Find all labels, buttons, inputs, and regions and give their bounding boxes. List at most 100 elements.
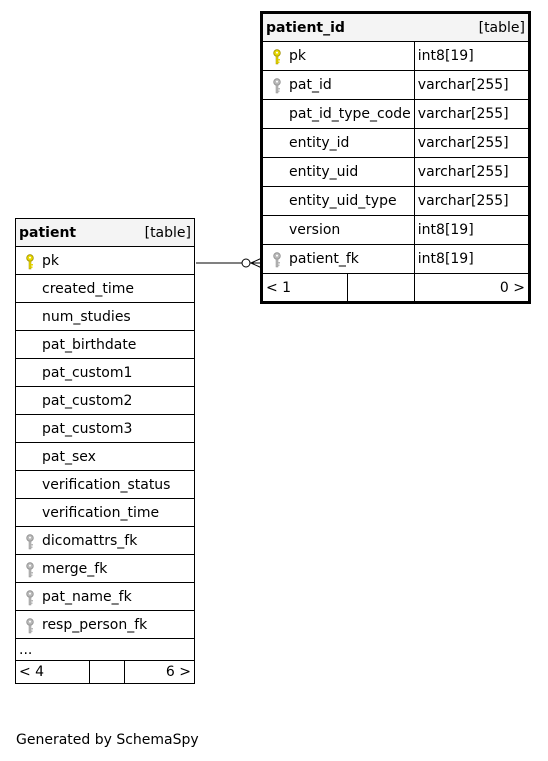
- column-name-cell[interactable]: pat_id_type_code: [261, 99, 415, 129]
- column-name: pat_custom1: [42, 364, 133, 381]
- column-name-cell[interactable]: entity_id: [261, 128, 415, 158]
- column-name: dicomattrs_fk: [42, 532, 138, 549]
- column-name-cell[interactable]: resp_person_fk: [15, 610, 195, 639]
- foreign-key-icon: [272, 252, 282, 268]
- table-row: resp_person_fk: [15, 610, 195, 639]
- column-name: patient_fk: [289, 251, 359, 267]
- table-row: pat_birthdate: [15, 330, 195, 359]
- table-row: pat_id varchar[255]: [261, 70, 531, 100]
- table-header-cell[interactable]: patient [table]: [15, 218, 195, 247]
- foreign-key-icon: [25, 618, 35, 634]
- column-name: merge_fk: [42, 560, 108, 577]
- more-columns-row: ...: [15, 638, 195, 661]
- children-count-link[interactable]: 6 >: [124, 660, 195, 684]
- column-type: int8[19]: [413, 41, 531, 71]
- column-name-cell[interactable]: dicomattrs_fk: [15, 526, 195, 555]
- zero-cardinality-circle: [241, 258, 251, 268]
- column-name-cell[interactable]: pat_id: [261, 70, 415, 100]
- column-name-cell[interactable]: created_time: [15, 274, 195, 303]
- primary-key-icon: [272, 49, 282, 65]
- table-header-cell[interactable]: patient_id [table]: [261, 12, 530, 42]
- column-name-cell[interactable]: verification_status: [15, 470, 195, 499]
- column-name-cell[interactable]: pat_custom1: [15, 358, 195, 387]
- table-row: pat_name_fk: [15, 582, 195, 611]
- column-type: int8[19]: [413, 244, 531, 274]
- foreign-key-icon: [25, 590, 35, 606]
- table-row: verification_time: [15, 498, 195, 527]
- parents-count-link[interactable]: < 1: [261, 273, 348, 303]
- column-name: pat_id: [289, 77, 332, 93]
- column-name-cell[interactable]: pat_custom3: [15, 414, 195, 443]
- column-name-cell[interactable]: pk: [15, 246, 195, 275]
- column-name-cell[interactable]: pat_birthdate: [15, 330, 195, 359]
- more-columns-cell: ...: [15, 638, 195, 661]
- table-row: merge_fk: [15, 554, 195, 583]
- table-row: created_time: [15, 274, 195, 303]
- table-row: num_studies: [15, 302, 195, 331]
- column-name-cell[interactable]: verification_time: [15, 498, 195, 527]
- foreign-key-icon: [272, 78, 282, 94]
- column-name-cell[interactable]: version: [261, 215, 415, 245]
- column-name: verification_status: [42, 476, 171, 493]
- table-row: entity_uid_type varchar[255]: [261, 186, 531, 216]
- column-name: pk: [289, 48, 306, 64]
- column-name-cell[interactable]: entity_uid_type: [261, 186, 415, 216]
- table-row: pat_custom1: [15, 358, 195, 387]
- column-name: pat_birthdate: [42, 336, 137, 353]
- column-name-cell[interactable]: pk: [261, 41, 415, 71]
- table-row: pat_custom2: [15, 386, 195, 415]
- table-row: pk int8[19]: [261, 41, 531, 71]
- relationship-nav-row: < 1 0 >: [261, 273, 531, 303]
- column-name: pat_id_type_code: [289, 106, 411, 122]
- column-type: varchar[255]: [413, 99, 531, 129]
- nav-spacer-cell: [89, 660, 125, 684]
- column-name: resp_person_fk: [42, 616, 148, 633]
- foreign-key-icon: [25, 534, 35, 550]
- column-name: verification_time: [42, 504, 160, 521]
- table-name: patient_id: [266, 19, 345, 36]
- table-row: dicomattrs_fk: [15, 526, 195, 555]
- table-row: pk: [15, 246, 195, 275]
- column-type: int8[19]: [413, 215, 531, 245]
- table-name: patient: [19, 224, 77, 241]
- table-row: pat_sex: [15, 442, 195, 471]
- table-row: entity_uid varchar[255]: [261, 157, 531, 187]
- column-name: entity_uid: [289, 164, 359, 180]
- column-name-cell[interactable]: merge_fk: [15, 554, 195, 583]
- primary-key-icon: [25, 254, 35, 270]
- parents-count-link[interactable]: < 4: [15, 660, 90, 684]
- column-name-cell[interactable]: num_studies: [15, 302, 195, 331]
- table-row: pat_custom3: [15, 414, 195, 443]
- column-name-cell[interactable]: patient_fk: [261, 244, 415, 274]
- column-name: pk: [42, 252, 59, 269]
- table-header: patient_id [table]: [261, 12, 530, 42]
- column-name: pat_sex: [42, 448, 96, 465]
- column-name: num_studies: [42, 308, 131, 325]
- column-name-cell[interactable]: pat_name_fk: [15, 582, 195, 611]
- column-type: varchar[255]: [413, 70, 531, 100]
- relationship-nav-row: < 4 6 >: [15, 660, 195, 684]
- nav-spacer-cell: [346, 273, 415, 303]
- column-type: varchar[255]: [413, 128, 531, 158]
- column-name: version: [289, 222, 341, 238]
- table-type-label: [table]: [144, 224, 191, 241]
- column-name: entity_uid_type: [289, 193, 397, 209]
- table-header: patient [table]: [15, 218, 195, 247]
- table-row: verification_status: [15, 470, 195, 499]
- table-row: patient_fk int8[19]: [261, 244, 531, 274]
- column-name-cell[interactable]: pat_custom2: [15, 386, 195, 415]
- column-name: pat_name_fk: [42, 588, 132, 605]
- column-name-cell[interactable]: pat_sex: [15, 442, 195, 471]
- column-name: created_time: [42, 280, 134, 297]
- column-name-cell[interactable]: entity_uid: [261, 157, 415, 187]
- column-type: varchar[255]: [413, 157, 531, 187]
- column-type: varchar[255]: [413, 186, 531, 216]
- footer-text: Generated by SchemaSpy: [16, 732, 199, 748]
- column-name: pat_custom3: [42, 420, 133, 437]
- children-count-link[interactable]: 0 >: [413, 273, 531, 303]
